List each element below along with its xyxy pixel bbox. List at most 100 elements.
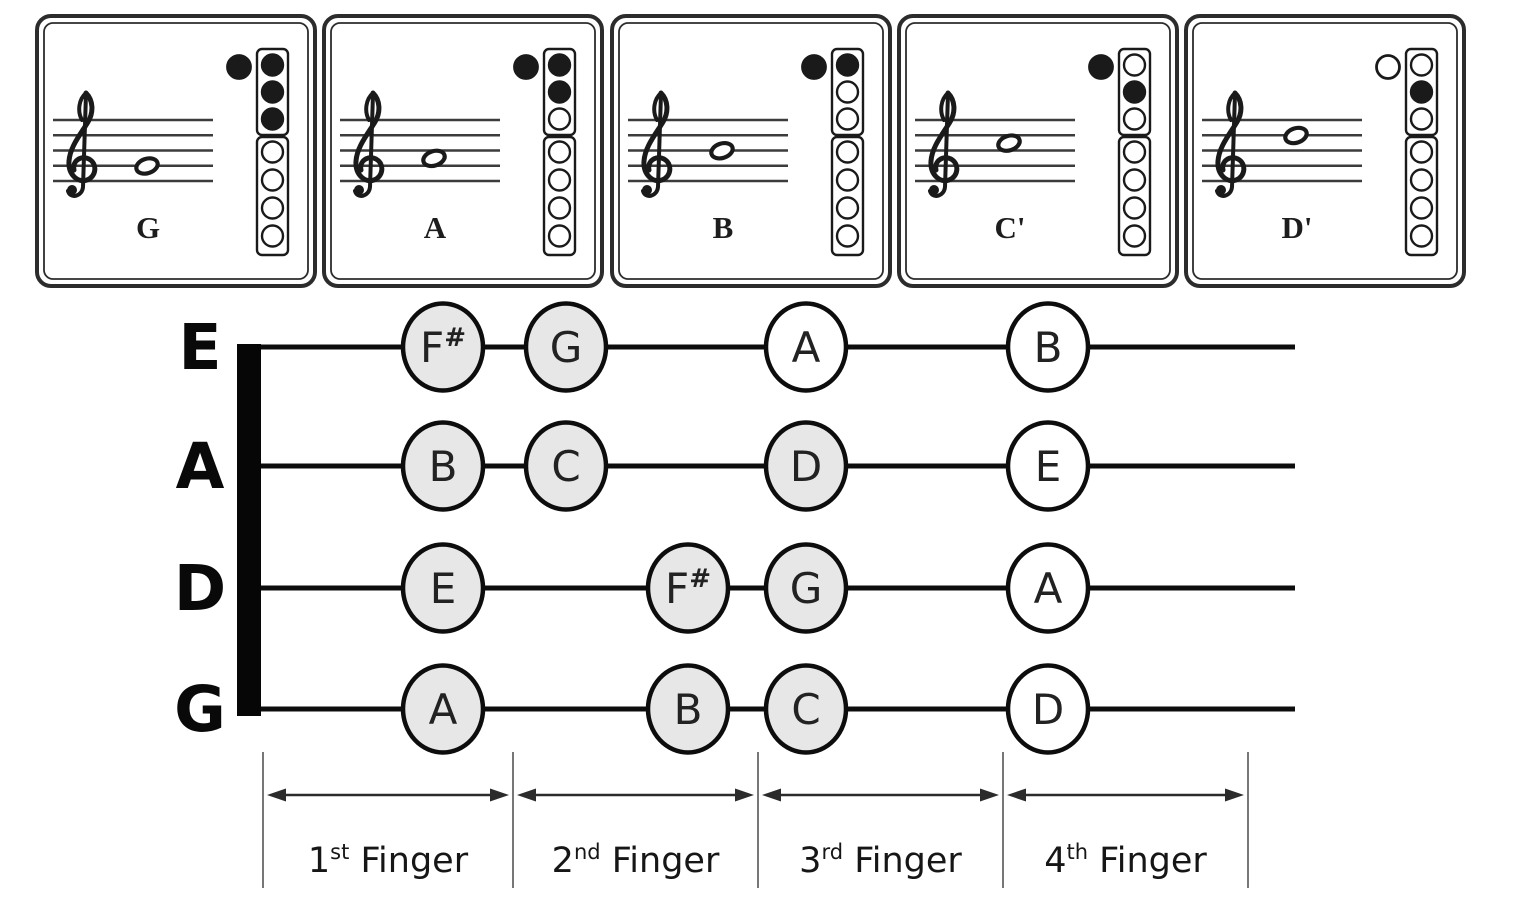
chart-note-label: A (424, 210, 447, 245)
finger-hole (835, 140, 859, 164)
note-name: F# (665, 564, 711, 613)
finger-hole (1409, 80, 1434, 104)
clef-spiral (353, 90, 385, 184)
finger-hole (260, 53, 285, 77)
note-name: B (674, 685, 703, 734)
note-circle (763, 301, 849, 393)
bottom-hole-group (255, 135, 290, 257)
thumb-hole (1375, 54, 1401, 80)
chart-inner-border (617, 22, 884, 280)
clef-dot (1216, 185, 1226, 195)
top-hole-group (255, 47, 290, 137)
finger-hole (548, 107, 572, 131)
finger-zone-1: 1st Finger (267, 788, 509, 881)
finger-zone-3: 3rd Finger (762, 788, 999, 881)
finger-hole (835, 196, 859, 220)
note-name: D (790, 442, 822, 491)
note-head (1283, 125, 1309, 146)
finger-hole (1122, 224, 1146, 248)
clef-spiral (928, 90, 959, 184)
note-name: G (550, 323, 583, 372)
note-name: C (551, 442, 580, 491)
note-name: E (1035, 442, 1062, 491)
fingering-chart-C-high: C' (896, 14, 1179, 288)
finger-hole (1122, 80, 1146, 104)
finger-hole (835, 224, 859, 248)
finger-hole (260, 107, 285, 131)
finger-hole (1409, 168, 1434, 192)
finger-hole (1409, 140, 1434, 164)
finger-hole (835, 107, 859, 131)
note-circle (400, 663, 486, 755)
finger-zone-2: 2nd Finger (517, 788, 754, 881)
note-circle (1005, 542, 1091, 634)
clef-dot (928, 185, 939, 195)
note-circle (400, 420, 486, 512)
finger-hole (548, 196, 572, 220)
treble-clef-icon (927, 90, 959, 198)
finger-hole (1409, 224, 1434, 248)
note-name: B (1034, 323, 1063, 372)
finger-hole (260, 224, 285, 248)
clef-spiral (66, 90, 98, 184)
chart-inner-border (330, 22, 597, 280)
finger-hole (260, 140, 285, 164)
bottom-hole-group (543, 135, 577, 257)
finger-hole (548, 224, 572, 248)
finger-hole (548, 168, 572, 192)
note-name: A (429, 685, 458, 734)
note-head (708, 141, 735, 161)
arrowhead-left (762, 788, 781, 802)
open-string-label: E (178, 311, 221, 384)
thumb-hole (1087, 54, 1114, 80)
bottom-hole-group (830, 135, 864, 257)
clef-dot (67, 185, 77, 195)
treble-clef-icon (640, 90, 672, 198)
finger-hole (1409, 196, 1434, 220)
open-string-label: G (174, 673, 226, 746)
thumb-hole (226, 54, 252, 80)
chart-inner-border (43, 22, 309, 280)
finger-hole (548, 80, 572, 104)
finger-hole-column (830, 47, 864, 257)
finger-hole (1122, 168, 1146, 192)
clef-stem (353, 91, 376, 198)
finger-hole (260, 196, 285, 220)
finger-hole (260, 80, 285, 104)
finger-hole (1122, 107, 1146, 131)
nut (237, 344, 261, 716)
fingering-chart-D-high: D' (1184, 14, 1466, 288)
finger-hole-column (255, 47, 290, 257)
thumb-hole (513, 54, 540, 80)
treble-clef-icon (66, 90, 98, 198)
finger-hole (1122, 140, 1146, 164)
arrowhead-right (490, 788, 509, 802)
clef-spiral (1215, 90, 1247, 184)
finger-hole (1409, 53, 1434, 77)
finger-hole-column (543, 47, 577, 257)
finger-zone-label: 1st Finger (308, 840, 469, 881)
treble-clef-icon (1215, 90, 1247, 198)
top-hole-group (1404, 47, 1439, 137)
note-circle (645, 663, 731, 755)
note-circle (763, 663, 849, 755)
note-circle (763, 420, 849, 512)
arrowhead-right (980, 788, 999, 802)
open-string-label: D (174, 552, 226, 625)
note-name: G (790, 564, 823, 613)
bottom-hole-group (1404, 135, 1439, 257)
clef-stem (1215, 91, 1237, 198)
clef-dot (641, 185, 652, 195)
finger-zone-label: 3rd Finger (799, 840, 962, 881)
arrowhead-left (517, 788, 536, 802)
arrowhead-right (1225, 788, 1244, 802)
note-circle (1005, 301, 1091, 393)
arrowhead-left (267, 788, 286, 802)
arrowhead-left (1007, 788, 1026, 802)
